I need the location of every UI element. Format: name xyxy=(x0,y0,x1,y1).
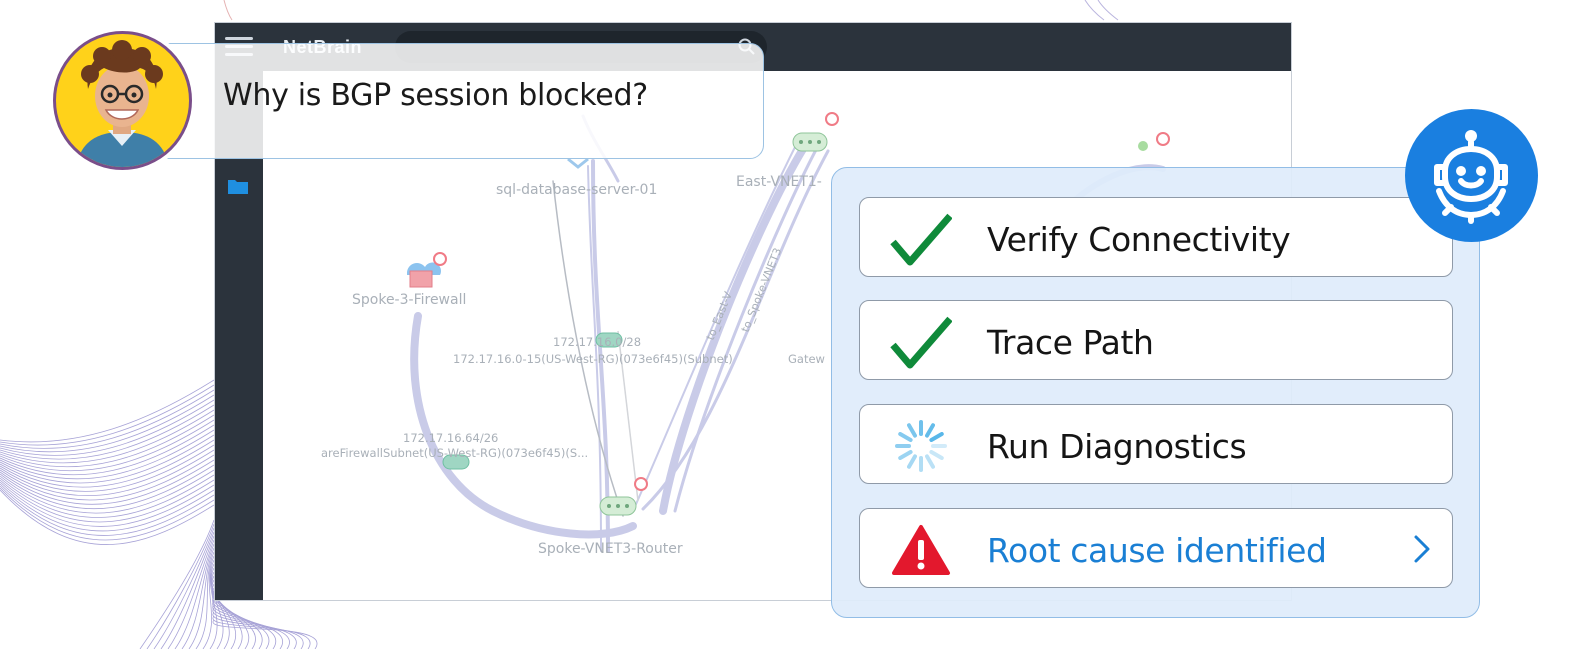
check-icon xyxy=(890,316,952,369)
ai-assistant-badge[interactable] xyxy=(1405,109,1538,242)
node-label-subnet-1-cidr[interactable]: 172.17.16.0/28 xyxy=(553,335,642,349)
node-label-spoke-firewall[interactable]: Spoke-3-Firewall xyxy=(352,292,467,308)
task-panel: Verify Connectivity Trace Path Run Diagn… xyxy=(831,167,1480,618)
user-avatar xyxy=(53,31,192,170)
task-label: Verify Connectivity xyxy=(987,220,1291,259)
chat-bubble: Why is BGP session blocked? xyxy=(150,43,764,159)
chat-question: Why is BGP session blocked? xyxy=(223,78,648,113)
robot-icon xyxy=(1434,130,1508,224)
task-trace-path[interactable]: Trace Path xyxy=(859,300,1453,380)
node-label-subnet-2-name[interactable]: areFirewallSubnet(US-West-RG)(073e6f45)(… xyxy=(321,446,589,460)
spinner-icon xyxy=(895,420,947,472)
node-label-sql-server[interactable]: sql-database-server-01 xyxy=(496,182,658,198)
warning-icon xyxy=(892,525,950,575)
task-run-diagnostics[interactable]: Run Diagnostics xyxy=(859,404,1453,484)
task-label: Root cause identified xyxy=(987,531,1327,570)
task-verify-connectivity[interactable]: Verify Connectivity xyxy=(859,197,1453,277)
check-icon xyxy=(890,213,952,266)
folder-icon[interactable] xyxy=(227,177,249,195)
node-label-gateway[interactable]: Gatew xyxy=(788,352,825,366)
left-sidebar xyxy=(215,71,263,600)
chevron-right-icon[interactable] xyxy=(1412,533,1432,565)
task-label: Run Diagnostics xyxy=(987,427,1247,466)
node-label-spoke-router[interactable]: Spoke-VNET3-Router xyxy=(538,541,683,557)
node-label-subnet-2-cidr[interactable]: 172.17.16.64/26 xyxy=(403,431,499,445)
task-label: Trace Path xyxy=(987,323,1154,362)
user-avatar-illustration xyxy=(76,40,169,167)
node-label-east-vnet[interactable]: East-VNET1- xyxy=(736,174,822,190)
node-label-subnet-1-name[interactable]: 172.17.16.0-15(US-West-RG)(073e6f45)(Sub… xyxy=(453,352,733,366)
task-root-cause[interactable]: Root cause identified xyxy=(859,508,1453,588)
